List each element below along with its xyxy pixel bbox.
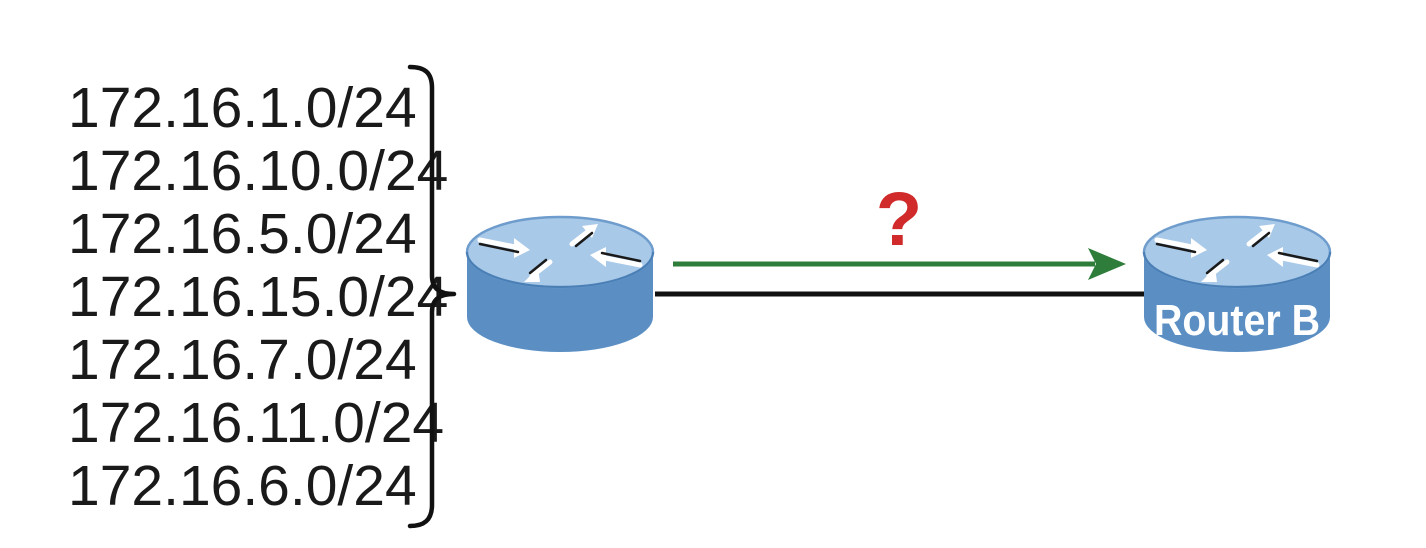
question-mark: ? bbox=[876, 177, 922, 262]
router-b-icon: Router B bbox=[1142, 215, 1332, 352]
router-b-label: Router B bbox=[1154, 296, 1320, 345]
subnet-label: 172.16.11.0/24 bbox=[68, 391, 444, 455]
subnet-label: 172.16.10.0/24 bbox=[68, 139, 448, 203]
subnet-label: 172.16.6.0/24 bbox=[68, 454, 417, 518]
subnet-label: 172.16.7.0/24 bbox=[68, 328, 417, 392]
subnet-label: 172.16.5.0/24 bbox=[68, 202, 417, 266]
subnet-label: 172.16.1.0/24 bbox=[68, 76, 417, 140]
grouping-brace bbox=[407, 64, 457, 529]
subnet-list: 172.16.1.0/24 172.16.10.0/24 172.16.5.0/… bbox=[68, 76, 448, 518]
subnet-label: 172.16.15.0/24 bbox=[68, 265, 448, 329]
router-a-icon bbox=[465, 215, 655, 352]
route-advertisement-arrow bbox=[673, 248, 1126, 280]
